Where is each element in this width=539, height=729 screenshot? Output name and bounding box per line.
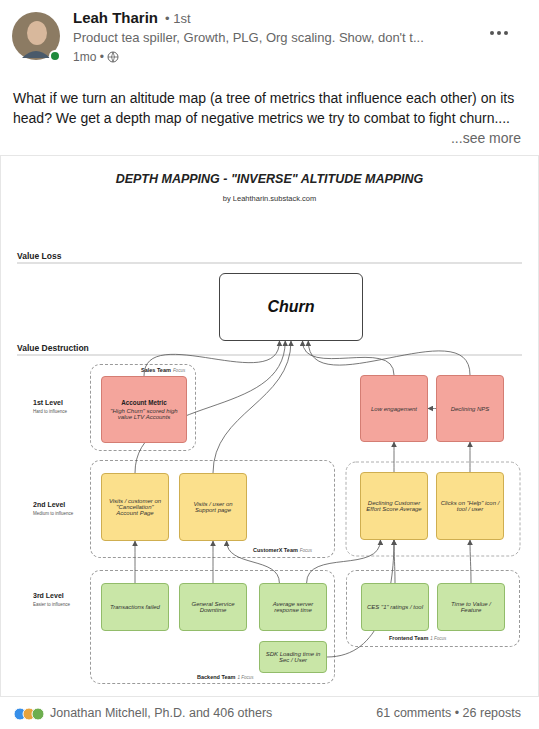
band-label: Value Loss xyxy=(17,251,61,261)
level-label: 1st Level xyxy=(33,399,63,406)
group-header: Sales TeamFocus xyxy=(141,367,185,373)
influence-arrow xyxy=(303,341,394,375)
level-note: Medium to influence xyxy=(33,511,73,516)
comments-count: 61 comments • 26 reposts xyxy=(300,706,521,720)
image-frame xyxy=(1,156,539,697)
author-headline: Product tea spiller, Growth, PLG, Org sc… xyxy=(73,30,424,45)
team-focus-group: CustomerX TeamFocus Visits / customer on … xyxy=(90,460,335,558)
node-text: Clicks on "Help" icon / tool / user xyxy=(440,500,500,512)
reaction-icon xyxy=(32,708,44,720)
focus-note: Focus xyxy=(173,368,185,373)
node-text: Time to Value / Feature xyxy=(441,601,501,613)
node-text: Declining Customer Effort Score Average xyxy=(364,500,424,512)
influence-arrow xyxy=(308,341,470,375)
team-focus-group: Sales TeamFocusAccount Metric "High Churn… xyxy=(90,364,196,451)
metric-box: Transactions failed xyxy=(101,583,169,631)
metric-box: Clicks on "Help" icon / tool / user xyxy=(436,472,504,540)
metric-box: Visits / user on Support page xyxy=(179,473,247,541)
metric-box: CES "1" ratings / tool xyxy=(361,583,429,631)
band-label: Value Destruction xyxy=(17,343,89,353)
node-text: Visits / user on Support page xyxy=(183,501,243,513)
influence-arrow xyxy=(470,540,471,583)
group-header: Backend Team1 Focus xyxy=(197,674,253,680)
metric-box: Declining Customer Effort Score Average xyxy=(360,472,428,540)
node-text: Visits / customer on "Cancellation" Acco… xyxy=(105,498,165,516)
metric-box: Declining NPS xyxy=(436,375,504,442)
divider-line xyxy=(17,263,522,264)
node-text: CES "1" ratings / tool xyxy=(367,604,423,610)
churn-box: Churn xyxy=(219,273,363,341)
level-label: 2nd Level xyxy=(33,501,65,508)
node-text: Churn xyxy=(267,298,314,316)
author-name: Leah Tharin xyxy=(73,9,158,26)
metric-box: Average server response time xyxy=(259,583,327,631)
see-more-link: ...see more xyxy=(425,128,521,148)
node-text: Average server response time xyxy=(263,601,323,613)
metric-box: Low engagement xyxy=(360,375,428,442)
metric-box: Account Metric "High Churn" scored high v… xyxy=(101,376,187,443)
node-text: Transactions failed xyxy=(110,604,160,610)
node-text: SDK Loading time in Sec / User xyxy=(263,651,323,663)
node-text: Declining NPS xyxy=(451,406,490,412)
influence-arrow xyxy=(307,540,381,583)
menu-dot xyxy=(504,31,508,35)
post-text: What if we turn an altitude map (a tree … xyxy=(13,88,528,128)
team-name: Frontend Team xyxy=(389,635,428,641)
influence-arrow xyxy=(213,341,291,473)
level-note: Easier to influence xyxy=(33,602,70,607)
influence-arrow xyxy=(394,540,395,583)
influence-arrow xyxy=(470,442,471,472)
focus-note: 1 Focus xyxy=(430,636,446,641)
focus-group-outline xyxy=(346,462,520,556)
menu-dot xyxy=(490,31,494,35)
group-header: Frontend Team1 Focus xyxy=(389,635,446,641)
node-text: Low engagement xyxy=(371,406,417,412)
team-focus-group: Frontend Team1 Focus CES "1" ratings / to… xyxy=(346,570,520,647)
diagram-title: DEPTH MAPPING - "INVERSE" ALTITUDE MAPPI… xyxy=(0,172,539,186)
globe-icon xyxy=(108,52,118,62)
level-note: Hard to influence xyxy=(33,409,67,414)
online-dot xyxy=(50,51,60,61)
influence-arrow xyxy=(135,541,136,583)
metric-box: General Service Downtime xyxy=(179,583,247,631)
influence-arrow xyxy=(394,442,395,472)
level-label: 3rd Level xyxy=(33,592,64,599)
post-age: 1mo • xyxy=(73,50,104,64)
metric-box: Time to Value / Feature xyxy=(437,583,505,631)
node-text: General Service Downtime xyxy=(183,601,243,613)
node-text: "High Churn" scored high value LTV Accou… xyxy=(105,408,183,420)
avatar xyxy=(12,12,60,60)
team-name: Sales Team xyxy=(141,367,171,373)
influence-arrow xyxy=(213,541,214,583)
connection-degree: • 1st xyxy=(165,11,191,26)
node-text: Account Metric xyxy=(121,399,166,406)
focus-note: 1 Focus xyxy=(237,675,253,680)
focus-note: Focus xyxy=(300,548,312,553)
divider-line xyxy=(17,355,522,356)
team-focus-group: Backend Team1 Focus Transactions failed Ge… xyxy=(90,570,335,684)
avatar-shoulders xyxy=(22,51,50,58)
reactions-count: Jonathan Mitchell, Ph.D. and 406 others xyxy=(50,706,272,720)
influence-arrow xyxy=(428,408,436,409)
metric-box: Visits / customer on "Cancellation" Acco… xyxy=(101,473,169,541)
group-header: CustomerX TeamFocus xyxy=(253,547,312,553)
team-name: CustomerX Team xyxy=(253,547,298,553)
avatar-face xyxy=(27,21,47,45)
metric-box: SDK Loading time in Sec / User xyxy=(259,641,327,673)
team-name: Backend Team xyxy=(197,674,235,680)
menu-dot xyxy=(497,31,501,35)
source-credit: by Leahtharin.substack.com xyxy=(0,194,539,203)
